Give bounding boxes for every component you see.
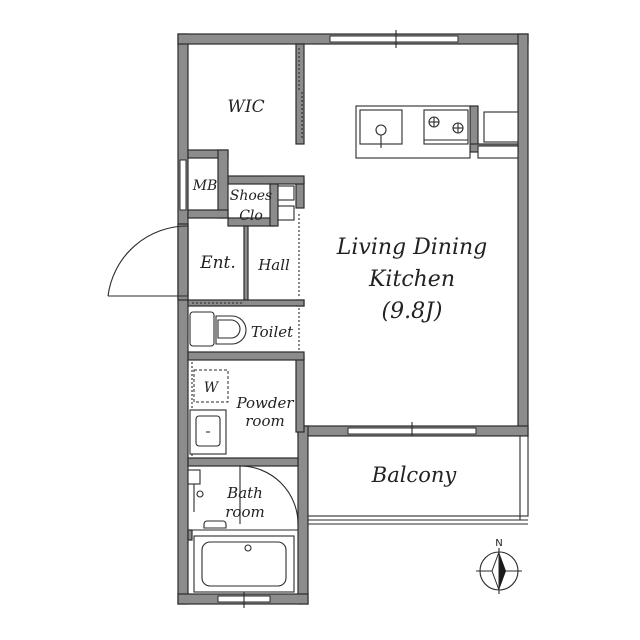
shoe-closet-shelves [277,185,295,221]
toilet-icon [189,311,247,347]
room-label-wic: WIC [227,97,264,117]
balcony [307,435,529,525]
room-label-entrance: Ent. [199,253,236,273]
bathtub-icon [193,535,295,593]
washbasin-icon [189,409,227,455]
room-label-toilet: Toilet [251,323,294,341]
room-area-ldk: (9.8J) [382,299,443,324]
windows [179,30,477,608]
room-label-powder-1: Powder [235,394,294,412]
fridge-space [483,111,519,143]
burner-icon [428,116,440,128]
washer-space [193,369,229,403]
north-arrow-icon: N [476,538,522,594]
room-label-bath-1: Bath [226,484,263,502]
shower-icon [187,469,227,529]
burner-icon [452,122,464,134]
room-label-balcony: Balcony [371,463,458,487]
kitchen-counter [355,105,519,159]
room-label-bath-2: room [225,503,264,521]
room-label-ldk-2: Kitchen [368,267,455,292]
compass-north-label: N [495,538,502,549]
entrance-door [107,225,189,297]
sliding-doors [191,48,303,456]
room-label-shoes-2: Clo [239,208,263,224]
room-label-powder-2: room [245,412,284,430]
room-label-ldk-1: Living Dining [336,235,488,260]
room-label-hall: Hall [257,256,290,274]
room-label-mb: MB [192,178,218,194]
room-label-washer: W [204,380,220,396]
room-label-shoes-1: Shoes [230,188,273,204]
bath-door [239,465,299,525]
stove [423,109,469,145]
